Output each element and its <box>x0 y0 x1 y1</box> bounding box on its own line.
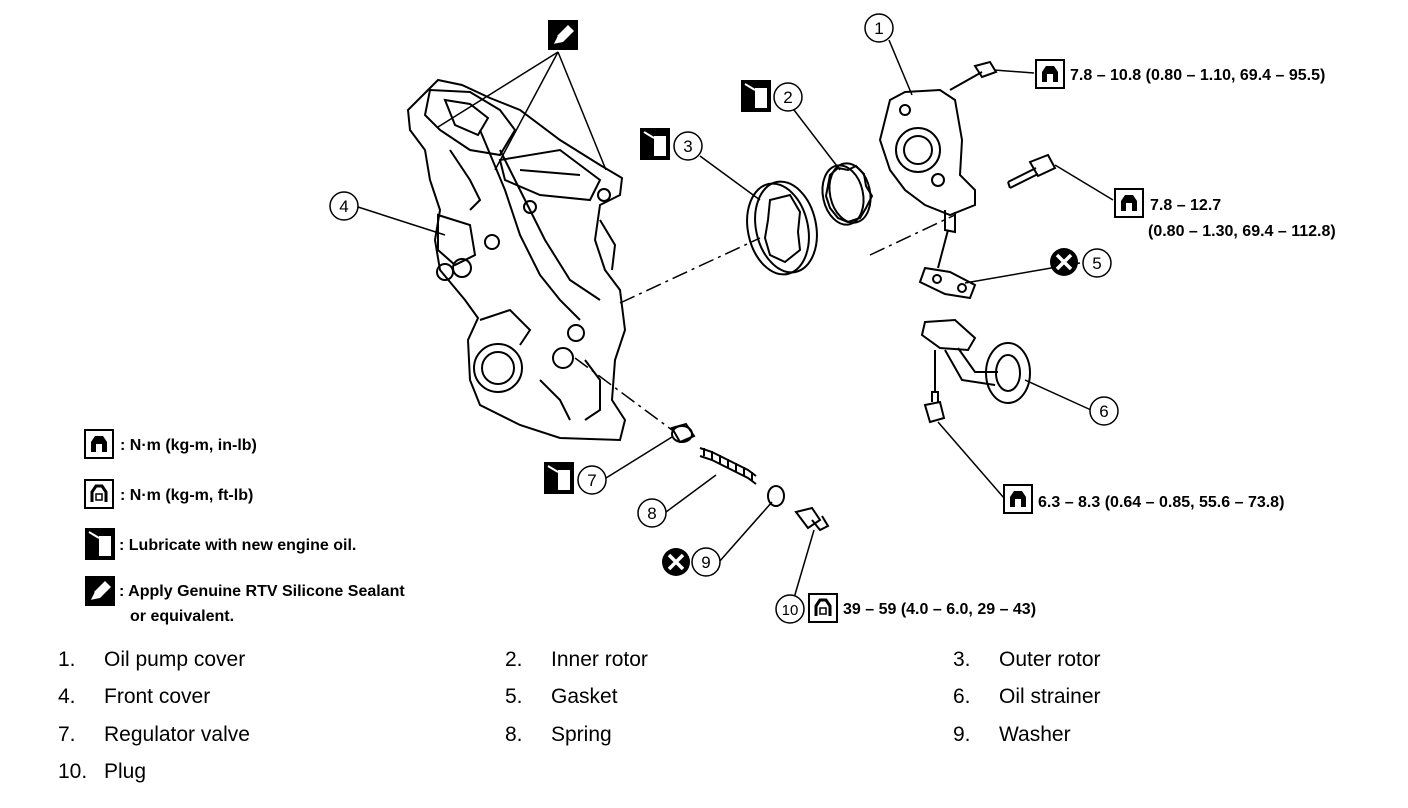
gasket-drawing <box>918 266 977 300</box>
callout-leaders <box>357 39 1114 599</box>
torque-spec-cover-bolt: 7.8 – 10.8 (0.80 – 1.10, 69.4 – 95.5) <box>1070 67 1325 84</box>
svg-text:3: 3 <box>683 137 692 156</box>
callout-10: 10 <box>775 594 805 624</box>
legend-sealant-line1: : Apply Genuine RTV Silicone Sealant <box>119 583 405 600</box>
part-number: 5. <box>505 685 523 708</box>
part-number: 7. <box>58 723 76 746</box>
svg-text:6: 6 <box>1099 402 1108 421</box>
torque-in-lb-icon <box>84 429 114 459</box>
torque-in-lb-icon <box>1114 188 1144 218</box>
svg-text:4: 4 <box>339 197 348 216</box>
svg-text:7: 7 <box>587 471 596 490</box>
legend-lubricate: : Lubricate with new engine oil. <box>119 537 356 554</box>
list-item: 10. Plug <box>58 760 146 784</box>
front-cover-drawing <box>406 78 627 442</box>
torque-spec-plug: 39 – 59 (4.0 – 6.0, 29 – 43) <box>843 601 1036 618</box>
part-number: 9. <box>953 723 971 746</box>
svg-text:9: 9 <box>701 553 710 572</box>
torque-spec-strainer-bolt-line2: (0.80 – 1.30, 69.4 – 112.8) <box>1148 223 1336 240</box>
part-name: Front cover <box>104 685 211 708</box>
torque-ft-lb-icon <box>807 592 839 624</box>
part-number: 4. <box>58 685 76 708</box>
legend: : N·m (kg-m, in-lb) : N·m (kg-m, ft-lb) … <box>83 429 405 625</box>
part-name: Inner rotor <box>551 648 648 671</box>
list-item: 2. Inner rotor <box>505 648 648 672</box>
legend-torque-ft-lb: : N·m (kg-m, ft-lb) <box>120 487 253 504</box>
part-number: 3. <box>953 648 971 671</box>
torque-spec-lower-bolt: 6.3 – 8.3 (0.64 – 0.85, 55.6 – 73.8) <box>1038 494 1284 511</box>
torque-spec-strainer-bolt-line1: 7.8 – 12.7 <box>1150 197 1221 214</box>
callout-6: 6 <box>1089 396 1119 426</box>
part-name: Spring <box>551 723 612 746</box>
callout-4: 4 <box>329 191 359 221</box>
callout-7: 7 <box>577 465 607 495</box>
axis-lines <box>574 214 956 431</box>
part-number: 2. <box>505 648 523 671</box>
replace-part-icon <box>660 546 692 578</box>
part-name: Outer rotor <box>999 648 1101 671</box>
list-item: 8. Spring <box>505 723 612 747</box>
oil-can-icon <box>740 79 772 113</box>
list-item: 7. Regulator valve <box>58 723 250 747</box>
part-name: Washer <box>999 723 1071 746</box>
callout-3: 3 <box>673 131 703 161</box>
list-item: 5. Gasket <box>505 685 618 709</box>
outer-rotor-drawing <box>746 180 818 276</box>
part-number: 1. <box>58 648 76 671</box>
callout-1: 1 <box>864 13 894 43</box>
torque-in-lb-icon <box>1035 59 1065 89</box>
svg-text:8: 8 <box>647 504 656 523</box>
oil-pump-cover-drawing <box>878 88 976 234</box>
parts-list: 1. Oil pump cover 2. Inner rotor 3. Outer r… <box>0 640 1408 800</box>
legend-sealant-line2: or equivalent. <box>130 608 234 625</box>
svg-text:1: 1 <box>874 19 883 38</box>
list-item: 9. Washer <box>953 723 1071 747</box>
sealant-leaders <box>437 51 607 171</box>
svg-text:10: 10 <box>782 602 799 619</box>
inner-rotor-drawing <box>821 162 874 226</box>
list-item: 3. Outer rotor <box>953 648 1101 672</box>
part-number: 10. <box>58 760 88 783</box>
part-number: 6. <box>953 685 971 708</box>
oil-can-icon <box>84 527 116 561</box>
callout-9: 9 <box>691 547 721 577</box>
sealant-icon <box>547 19 579 51</box>
legend-torque-in-lb: : N·m (kg-m, in-lb) <box>120 437 257 454</box>
svg-text:5: 5 <box>1092 254 1101 273</box>
valve-assembly-drawing <box>670 422 830 532</box>
oil-strainer-drawing <box>920 318 1031 404</box>
replace-part-icon <box>1048 246 1080 278</box>
callout-8: 8 <box>637 498 667 528</box>
part-name: Oil pump cover <box>104 648 246 671</box>
part-name: Gasket <box>551 685 618 708</box>
part-number: 8. <box>505 723 523 746</box>
torque-in-lb-icon <box>1003 484 1033 514</box>
list-item: 6. Oil strainer <box>953 685 1101 709</box>
bolt-drawings <box>923 60 1057 424</box>
sealant-icon <box>84 575 116 607</box>
part-name: Regulator valve <box>104 723 250 746</box>
part-name: Oil strainer <box>999 685 1101 708</box>
svg-text:2: 2 <box>783 88 792 107</box>
list-item: 1. Oil pump cover <box>58 648 245 672</box>
oil-can-icon <box>543 461 575 495</box>
part-name: Plug <box>104 760 147 783</box>
callout-5: 5 <box>1082 248 1112 278</box>
torque-ft-lb-icon <box>83 478 115 510</box>
list-item: 4. Front cover <box>58 685 210 709</box>
callout-2: 2 <box>773 82 803 112</box>
oil-can-icon <box>639 127 671 161</box>
